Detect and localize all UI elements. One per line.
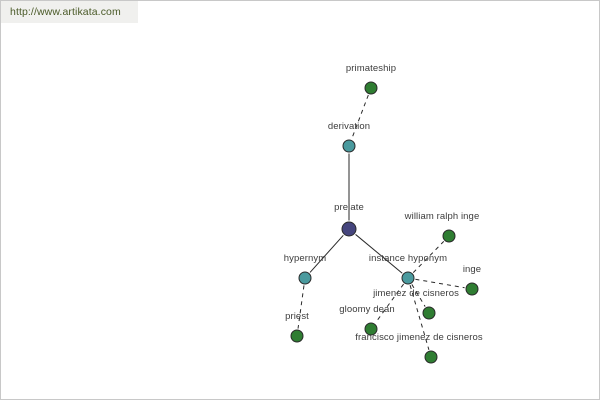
graph-node-label-prelate: prelate xyxy=(334,201,364,213)
graph-node-inge[interactable] xyxy=(465,282,479,296)
graph-edge xyxy=(374,283,405,324)
graph-node-label-primateship: primateship xyxy=(345,62,397,74)
graph-node-hypernym[interactable] xyxy=(298,271,312,285)
url-text: http://www.artikata.com xyxy=(10,6,121,18)
url-bar[interactable]: http://www.artikata.com xyxy=(1,1,138,23)
graph-node-label-derivation: derivation xyxy=(327,120,371,132)
graph-node-label-gloomy-dean: gloomy dean xyxy=(339,303,395,315)
graph-edge xyxy=(409,285,430,350)
graph-node-label-hypernym: hypernym xyxy=(283,252,327,264)
graph-node-label-instance-hyponym: instance hyponym xyxy=(368,252,448,264)
graph-node-instance-hyponym[interactable] xyxy=(401,271,415,285)
graph-node-jimenez-de-cisneros[interactable] xyxy=(422,306,436,320)
graph-node-primateship[interactable] xyxy=(364,81,378,95)
graph-node-label-priest: priest xyxy=(285,310,309,322)
graph-node-derivation[interactable] xyxy=(342,139,356,153)
graph-edge xyxy=(309,234,344,273)
graph-edge xyxy=(355,234,403,274)
graph-node-label-inge: inge xyxy=(462,263,482,275)
graph-node-francisco-jimenez-de-cisneros[interactable] xyxy=(424,350,438,364)
graph-node-william-ralph-inge[interactable] xyxy=(442,229,456,243)
graph-node-priest[interactable] xyxy=(290,329,304,343)
graph-node-label-jimenez-de-cisneros: jimenez de cisneros xyxy=(373,287,459,299)
graph-edge xyxy=(415,278,465,289)
graph-node-gloomy-dean[interactable] xyxy=(364,322,378,336)
graph-node-label-william-ralph-inge: william ralph inge xyxy=(404,210,480,222)
graph-node-prelate[interactable] xyxy=(341,221,357,237)
